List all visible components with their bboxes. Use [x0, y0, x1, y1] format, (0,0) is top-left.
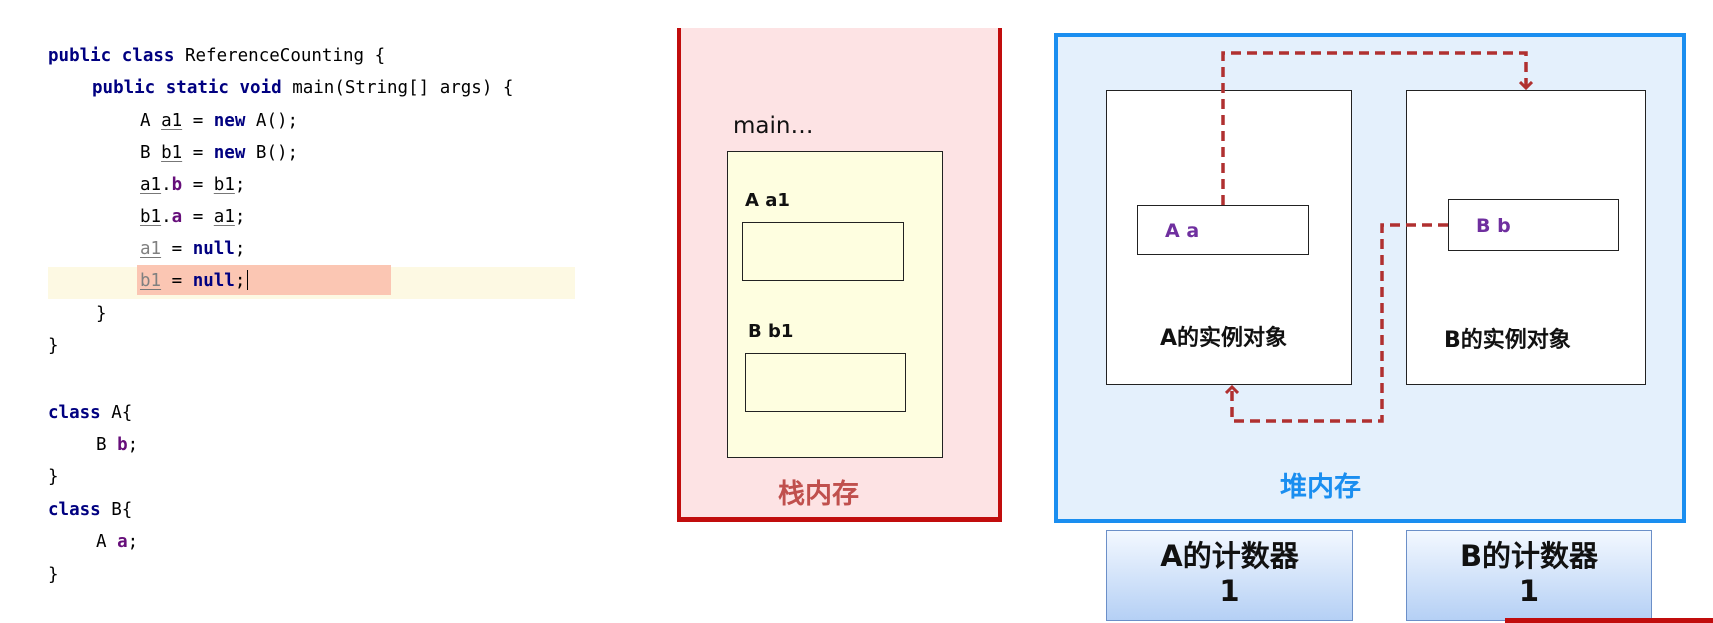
instance-b-label: B的实例对象 [1444, 328, 1571, 353]
code-line: class B{ [48, 500, 133, 520]
code-line: } [48, 336, 59, 356]
variable-b1-label: B b1 [748, 321, 794, 342]
reference-b-to-instance-b [1221, 51, 1526, 205]
code-line: } [96, 304, 107, 324]
code-line: B b1 = new B(); [140, 143, 299, 163]
instance-a-label: A的实例对象 [1160, 326, 1288, 351]
decorative-red-bar [1505, 618, 1713, 623]
field-a-slot [1448, 199, 1619, 251]
stack-frame-label: main… [733, 113, 814, 139]
code-line: public static void main(String[] args) { [92, 78, 514, 98]
variable-a1-label: A a1 [745, 190, 790, 211]
code-line: b1.a = a1; [140, 207, 246, 227]
code-line: A a1 = new A(); [140, 111, 299, 131]
variable-a1-slot [742, 222, 904, 281]
field-a-label: B b [1476, 215, 1511, 237]
code-line: class A{ [48, 403, 133, 423]
field-b-label: A a [1165, 220, 1200, 242]
counter-a: A的计数器 1 [1106, 530, 1353, 621]
field-b-slot [1137, 205, 1309, 255]
selection-highlight [137, 265, 391, 295]
code-line: } [48, 467, 59, 487]
counter-b: B的计数器 1 [1406, 530, 1652, 621]
counter-b-value: 1 [1518, 574, 1540, 608]
code-line: } [48, 565, 59, 585]
counter-b-title: B的计数器 [1459, 539, 1599, 573]
variable-b1-slot [745, 353, 906, 412]
stack-memory-title: 栈内存 [778, 479, 859, 510]
heap-memory-title: 堆内存 [1280, 472, 1361, 503]
code-line: a1.b = b1; [140, 175, 246, 195]
code-line: a1 = null; [140, 239, 246, 259]
code-editor: public class ReferenceCounting { public … [0, 0, 600, 623]
counter-a-title: A的计数器 [1160, 539, 1299, 573]
code-line-current: b1 = null; [140, 270, 249, 292]
counter-a-value: 1 [1219, 574, 1240, 608]
code-line: public class ReferenceCounting { [48, 46, 386, 66]
code-line: B b; [96, 435, 139, 455]
code-line: A a; [96, 532, 139, 552]
text-caret [247, 270, 249, 290]
reference-a-to-instance-a [1232, 223, 1448, 423]
